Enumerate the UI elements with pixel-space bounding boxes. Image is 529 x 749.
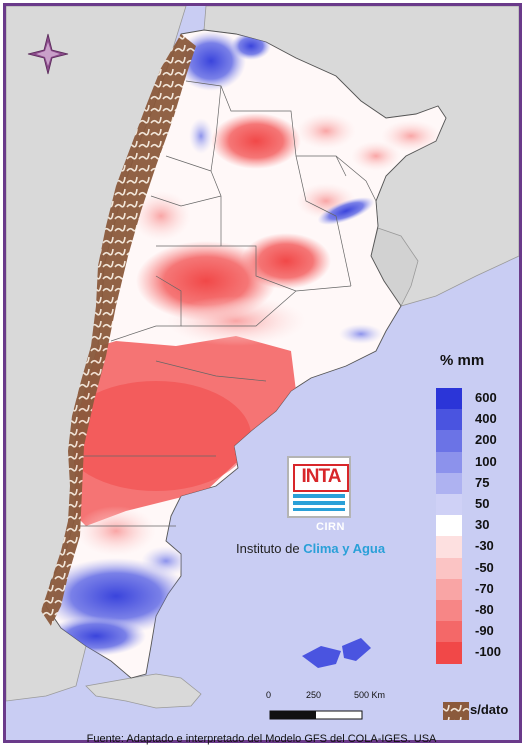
legend-swatch: [436, 388, 462, 410]
legend-label: 400: [475, 411, 497, 427]
corrientes-deficit: [351, 141, 401, 171]
legend-label: -90: [475, 623, 494, 639]
legend-label: -70: [475, 580, 494, 596]
legend-title: % mm: [440, 352, 485, 369]
legend-swatch: [436, 472, 462, 494]
inta-wordmark: INTA: [293, 464, 349, 492]
legend-label: 50: [475, 496, 490, 511]
legend-label: 75: [475, 474, 490, 490]
litoral-deficit: [296, 113, 356, 149]
misiones-deficit: [381, 120, 441, 152]
legend-label: -30: [475, 538, 494, 554]
legend-swatch: [436, 451, 462, 473]
institute-prefix: Instituto de: [236, 541, 304, 556]
institute-highlight: Clima y Agua: [303, 541, 386, 556]
inta-logo: INTA: [287, 456, 351, 518]
legend-swatch: [436, 578, 462, 600]
costa-surplus: [339, 324, 383, 344]
legend-swatch: [436, 494, 462, 516]
legend-swatch: [436, 600, 462, 622]
chubut-light: [141, 546, 191, 576]
legend-label: 30: [475, 517, 490, 533]
scale-label-0: 0: [266, 690, 272, 700]
institute-name: Instituto de Clima y Agua: [236, 541, 385, 556]
legend-label: -80: [475, 602, 494, 617]
legend-swatch: [436, 430, 462, 452]
legend-swatch: [436, 536, 462, 558]
legend-swatch: [436, 642, 462, 664]
legend-nodata-label: s/dato: [470, 702, 509, 717]
legend-nodata-swatch: [443, 702, 469, 720]
sur-deficit: [76, 506, 156, 556]
legend-swatch: [436, 409, 462, 431]
malvinas-islands: [302, 638, 371, 668]
legend-label: 600: [475, 390, 497, 405]
legend-label: -100: [475, 644, 502, 660]
buenos-aires-deficit: [166, 296, 306, 346]
legend-label: 200: [475, 432, 497, 448]
pampa-deficit: [241, 233, 331, 289]
legend-swatch: [436, 621, 462, 643]
cuyo-deficit: [131, 191, 191, 241]
legend-swatch: [436, 515, 462, 537]
province-borders: [74, 80, 377, 527]
entrerios-surplus: [317, 197, 375, 225]
patagonia-core: [61, 381, 251, 491]
legend-label: 100: [475, 453, 497, 469]
source-caption: Fuente: Adaptado e interpretado del Mode…: [86, 733, 437, 745]
tucuman-surplus: [189, 118, 213, 154]
map-frame: [3, 3, 522, 743]
inta-waves-icon: [293, 494, 345, 511]
compass-rose-icon: [27, 33, 69, 75]
tierra-del-fuego: [85, 673, 202, 709]
cirn-label: CIRN: [316, 521, 345, 533]
precipitation-anomaly-map: [6, 6, 519, 720]
legend-label: -50: [475, 559, 494, 575]
santacruz-surplus: [46, 558, 191, 634]
chaco-deficit: [211, 113, 301, 169]
scale-bar: [269, 710, 363, 720]
legend-swatch: [436, 557, 462, 579]
andes-nodata-strip: [41, 34, 196, 626]
scale-label-500: 500 Km: [354, 690, 386, 700]
scale-label-250: 250: [306, 690, 322, 700]
